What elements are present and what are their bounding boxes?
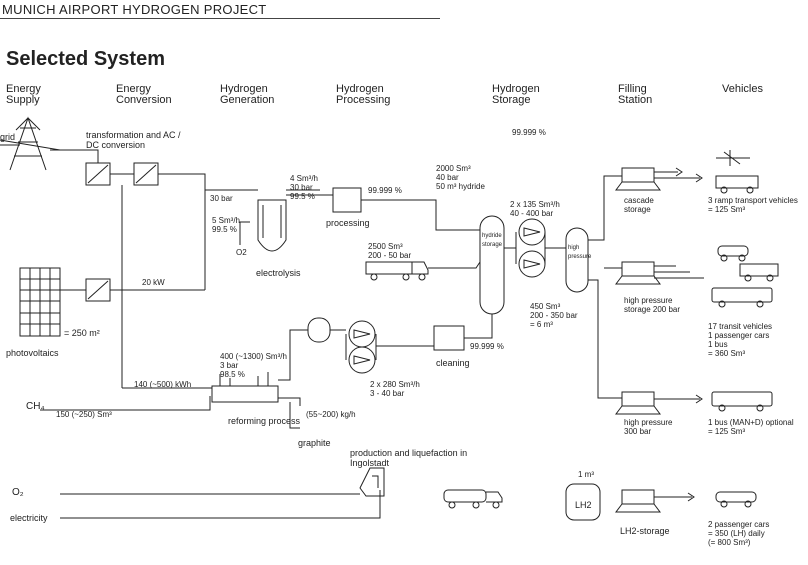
dc-power-label: 20 kW <box>142 278 165 287</box>
vehicles-3-label: 1 bus (MAN+D) optional = 125 Sm³ <box>708 418 794 436</box>
electricity-input-label: electricity <box>10 513 48 523</box>
ch4-flow-label: 150 (~250) Sm³ <box>56 410 112 419</box>
reforming-flow-label: 400 (~1300) Sm³/h 3 bar 98.5 % <box>220 352 287 379</box>
electrolysis-flow-label: 4 Sm³/h 30 bar 99.5 % <box>290 174 319 201</box>
bus-icon-1 <box>711 287 773 308</box>
graphite-rate-label: (55~200) kg/h <box>306 410 356 419</box>
compressor-bottom-1-icon <box>348 320 376 348</box>
compressor-top-1-icon <box>518 218 546 246</box>
compressor-top-2-icon <box>518 250 546 278</box>
aircraft-icon <box>716 150 750 166</box>
compressor-bottom-2-icon <box>348 346 376 374</box>
liquefaction-plant-icon <box>359 467 385 497</box>
graphite-label: graphite <box>298 438 331 448</box>
cleaning-label: cleaning <box>436 358 470 368</box>
lh2-tank <box>565 483 601 521</box>
column-energy-supply: Energy Supply <box>6 83 41 106</box>
reforming-power-label: 140 (~500) kWh <box>134 380 192 389</box>
car-icon <box>717 245 749 262</box>
project-header: MUNICH AIRPORT HYDROGEN PROJECT <box>2 2 267 17</box>
processing-box <box>332 187 362 213</box>
lh2-tank-size-label: 1 m³ <box>578 470 594 479</box>
station-2-label: high pressure storage 200 bar <box>624 296 681 314</box>
reforming-plant-icon <box>211 372 279 403</box>
hydrogen-trailer-icon <box>365 261 429 281</box>
power-pylon-icon <box>0 116 61 171</box>
o2-input-label: O₂ <box>12 487 24 498</box>
column-energy-conversion: Energy Conversion <box>116 83 172 106</box>
pv-label: photovoltaics <box>6 348 59 358</box>
hp-storage-top-label: 450 Sm³ 200 - 350 bar = 6 m³ <box>530 302 578 329</box>
column-vehicles: Vehicles <box>722 83 763 95</box>
electrolysis-label: electrolysis <box>256 268 301 278</box>
ramp-vehicle-icon <box>715 175 759 194</box>
reforming-label: reforming process <box>228 416 301 426</box>
liquid-production-label: production and liquefaction in Ingolstad… <box>350 448 468 468</box>
electrolyzer-vessel <box>257 199 287 252</box>
trailer-label: 2500 Sm³ 200 - 50 bar <box>368 242 412 260</box>
quality-table-label: 99.999 % <box>512 128 546 137</box>
o2-out-label: O2 <box>236 248 247 257</box>
grid-label: grid <box>0 132 16 142</box>
hydride-storage-vessel <box>479 215 505 315</box>
filling-station-1 <box>615 167 703 191</box>
column-hydrogen-storage: Hydrogen Storage <box>492 83 540 106</box>
station-1-label: cascade storage <box>624 196 654 214</box>
storage-main-label: 2000 Sm³ 40 bar 50 m³ hydride <box>436 164 485 191</box>
lh2-tank-label: LH2 <box>575 500 592 510</box>
high-pressure-storage-vessel <box>565 227 589 293</box>
cleaning-box <box>433 325 465 351</box>
bus-icon-2 <box>711 391 773 412</box>
lh2-station <box>615 489 695 513</box>
filling-station-3 <box>615 391 703 415</box>
header-rule <box>0 18 440 19</box>
vehicles-1-label: 3 ramp transport vehicles = 125 Sm³ <box>708 196 798 214</box>
high-pressure-vessel-label: high pressure <box>568 245 592 260</box>
lh2-truck-icon <box>443 489 503 509</box>
transformer-label: transformation and AC / DC conversion <box>86 130 181 150</box>
compressors-top-label: 2 x 135 Sm³/h 40 - 400 bar <box>510 200 560 218</box>
column-hydrogen-generation: Hydrogen Generation <box>220 83 275 106</box>
column-hydrogen-processing: Hydrogen Processing <box>336 83 391 106</box>
passenger-car-lh2-icon <box>715 491 757 508</box>
ch4-label: CH₄ <box>26 401 45 412</box>
photovoltaic-array <box>19 267 61 337</box>
vehicles-4-label: 2 passenger cars = 350 (LH) daily (= 800… <box>708 520 770 547</box>
station-3-label: high pressure 300 bar <box>624 418 673 436</box>
vehicles-2-label: 17 transit vehicles 1 passenger cars 1 b… <box>708 322 773 358</box>
column-filling-station: Filling Station <box>618 83 653 106</box>
cleaning-purity-label: 99.999 % <box>470 342 504 351</box>
electrolysis-in-label: 30 bar <box>210 194 233 203</box>
reformer-buffer-vessel <box>307 317 331 343</box>
hydride-storage-label: hydride storage <box>482 233 503 248</box>
page-title: Selected System <box>6 48 165 70</box>
compressors-bottom-label: 2 x 280 Sm³/h 3 - 40 bar <box>370 380 420 398</box>
processing-purity-label: 99.999 % <box>368 186 402 195</box>
electrolysis-eff-label: 5 Sm³/h 99.5 % <box>212 216 241 234</box>
pv-area-label: = 250 m² <box>64 328 100 338</box>
processing-label: processing <box>326 218 370 228</box>
lh2-storage-label: LH2-storage <box>620 526 670 536</box>
truck-icon <box>739 263 779 282</box>
filling-station-2 <box>615 261 704 285</box>
